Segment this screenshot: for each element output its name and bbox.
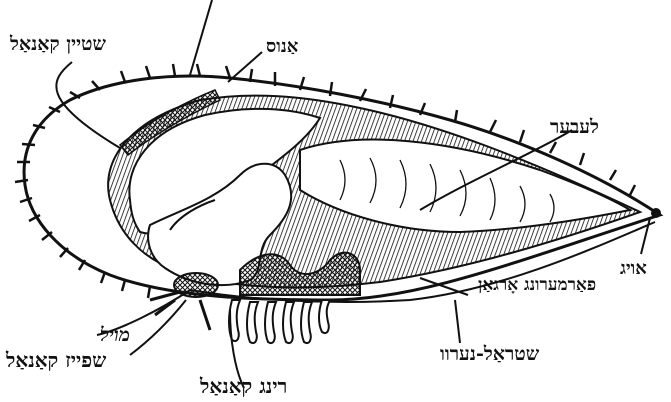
label-ring-canal: רינג קאַנאַל xyxy=(200,376,287,396)
label-mouth: מויל xyxy=(100,326,130,345)
label-ray-nerve: שטראַל-נערוו xyxy=(440,345,539,364)
tube-feet xyxy=(229,300,330,343)
label-liver: לעבער xyxy=(550,118,599,137)
mouth-region xyxy=(174,273,218,297)
label-reproductive-organ: פאַרמערונג אָרגאַן xyxy=(478,277,596,294)
label-food-canal: שפייז קאַנאַל xyxy=(6,350,106,370)
eye-spot xyxy=(651,208,661,218)
label-anus: אַנוס xyxy=(266,38,298,56)
label-stone-canal: שטיין קאַנאַל xyxy=(10,35,106,54)
label-eye: אויג xyxy=(620,260,647,278)
